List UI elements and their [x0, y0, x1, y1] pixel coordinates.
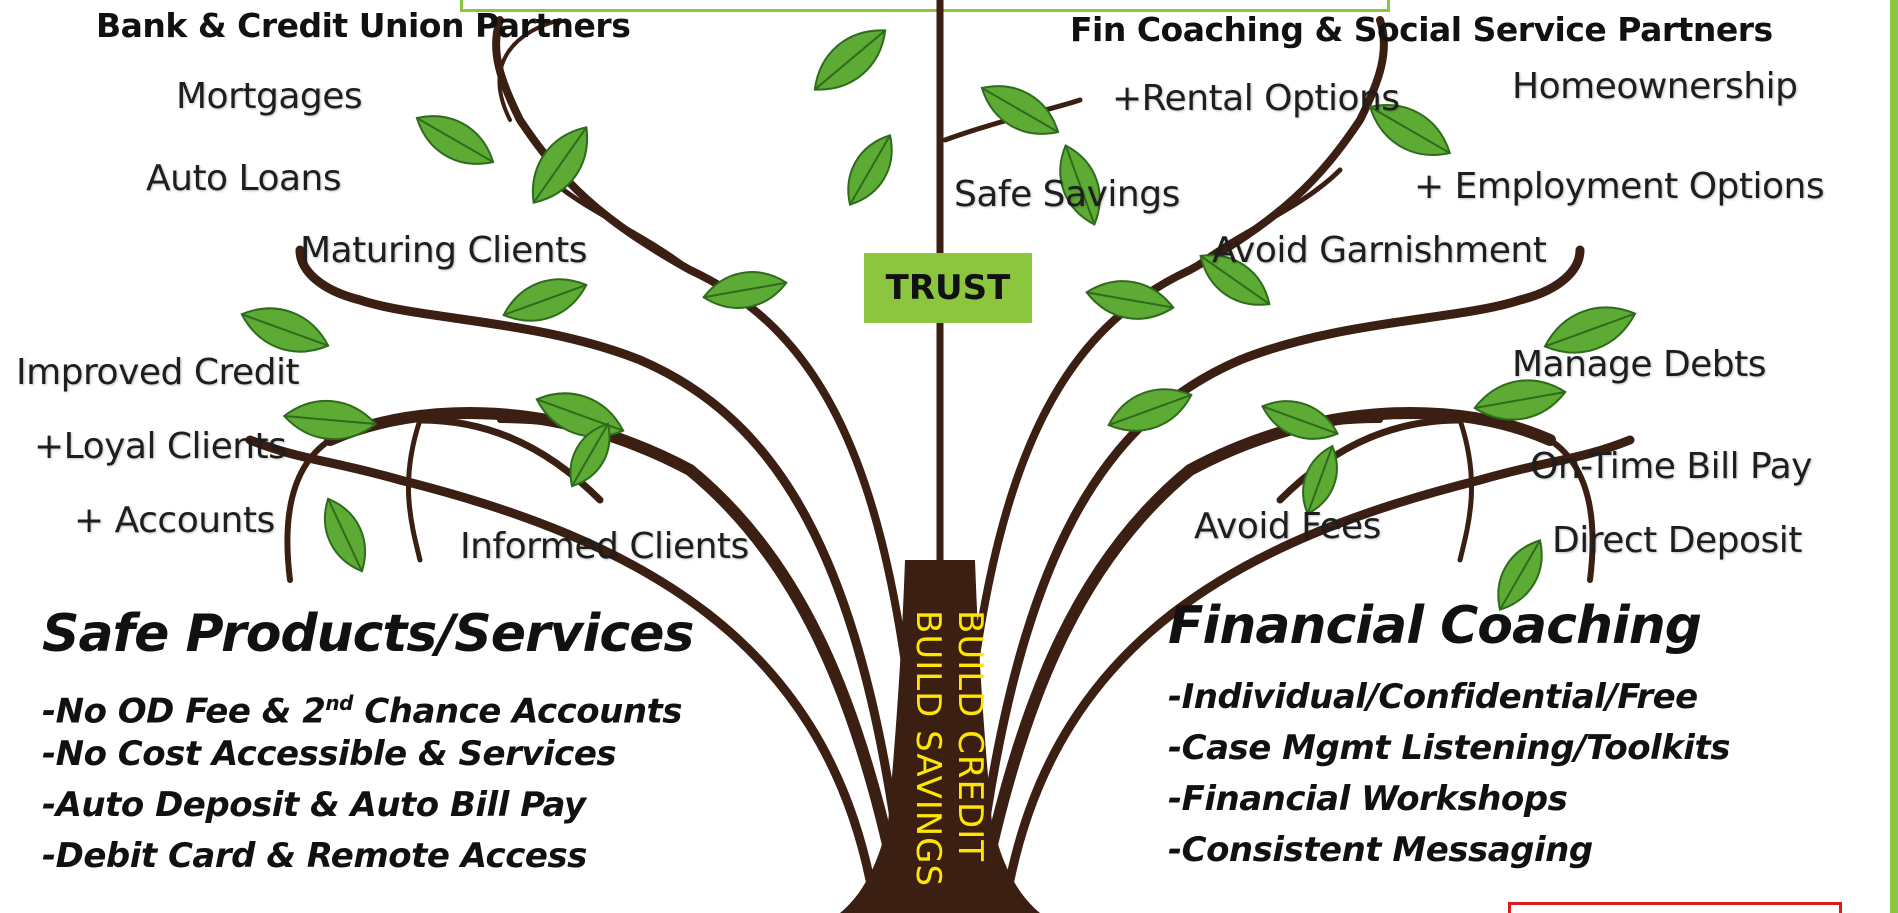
leaf: [1302, 444, 1338, 516]
leaf: [240, 307, 330, 353]
label-homeownership: Homeownership: [1512, 66, 1798, 107]
tree-trunk-base: [840, 760, 1040, 913]
label-avoid-garnishment: Avoid Garnishment: [1212, 230, 1547, 271]
list-item: -Debit Card & Remote Access: [42, 836, 587, 876]
green-frame-top: [460, 0, 1390, 12]
leaf: [1261, 400, 1339, 440]
list-item: -Financial Workshops: [1168, 779, 1568, 819]
green-frame-right: [1890, 0, 1898, 913]
label-accounts: + Accounts: [74, 500, 275, 541]
leaf: [1085, 280, 1175, 320]
label-safe-savings: Safe Savings: [954, 174, 1180, 215]
leaf: [415, 115, 495, 165]
red-outline-box: [1508, 902, 1842, 913]
label-maturing-clients: Maturing Clients: [300, 230, 587, 271]
trunk-text-build-credit: BUILD CREDIT: [950, 610, 990, 862]
label-on-time-bill-pay: On-Time Bill Pay: [1530, 446, 1813, 487]
tree-leaves: [240, 29, 1637, 611]
leaf: [502, 278, 588, 322]
trust-badge: TRUST: [864, 253, 1032, 323]
leaf: [1543, 306, 1637, 354]
list-item: -Auto Deposit & Auto Bill Pay: [42, 785, 586, 825]
trunk-text-build-savings: BUILD SAVINGS: [908, 610, 948, 888]
label-direct-deposit: Direct Deposit: [1552, 520, 1802, 561]
leaf: [1107, 388, 1193, 432]
leaf: [702, 271, 788, 309]
leaf: [282, 399, 378, 441]
leaf: [813, 29, 887, 91]
header-fin-coaching-partners: Fin Coaching & Social Service Partners: [1070, 10, 1773, 49]
leaf: [1473, 379, 1567, 421]
label-rental-options: +Rental Options: [1112, 78, 1400, 119]
leaf: [1199, 254, 1271, 306]
label-mortgages: Mortgages: [176, 76, 363, 117]
leaf: [323, 497, 367, 573]
list-item: -Individual/Confidential/Free: [1168, 677, 1698, 717]
list-item: -No Cost Accessible & Services: [42, 734, 617, 774]
leaf: [980, 85, 1060, 135]
label-employment-options: + Employment Options: [1414, 166, 1825, 207]
label-auto-loans: Auto Loans: [146, 158, 342, 199]
label-manage-debts: Manage Debts: [1512, 344, 1767, 385]
leaf: [531, 126, 589, 204]
list-item: -No OD Fee & 2nd Chance Accounts: [42, 691, 683, 732]
header-bank-credit-union-partners: Bank & Credit Union Partners: [96, 6, 631, 45]
leaf: [569, 422, 611, 488]
section-title-financial-coaching: Financial Coaching: [1168, 596, 1702, 656]
label-informed-clients: Informed Clients: [460, 526, 749, 567]
leaf: [1497, 539, 1543, 611]
safe-products-list: -No OD Fee & 2nd Chance Accounts -No Cos…: [42, 678, 683, 882]
list-item: -Case Mgmt Listening/Toolkits: [1168, 728, 1730, 768]
leaf: [1368, 104, 1452, 156]
leaf: [1059, 144, 1101, 226]
label-avoid-fees: Avoid Fees: [1194, 506, 1381, 547]
financial-coaching-list: -Individual/Confidential/Free -Case Mgmt…: [1168, 672, 1730, 876]
section-title-safe-products: Safe Products/Services: [42, 604, 694, 664]
leaf: [847, 134, 893, 206]
label-loyal-clients: +Loyal Clients: [34, 426, 287, 467]
label-improved-credit: Improved Credit: [16, 352, 300, 393]
list-item: -Consistent Messaging: [1168, 830, 1593, 870]
